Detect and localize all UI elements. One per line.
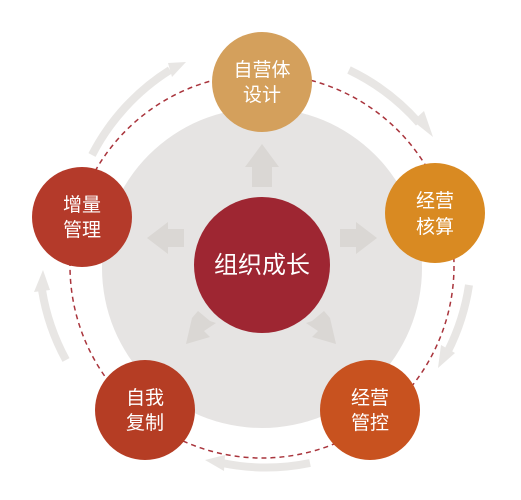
cycle-arrows [34,62,473,472]
node-incremental-management: 增量 管理 [32,167,132,267]
node-self-operating-design: 自营体 设计 [212,32,312,132]
center-node: 组织成长 [194,197,330,333]
arrow-to-right [340,222,377,254]
node-label-line1: 自营体 [233,59,290,81]
inner-arrows [147,144,377,344]
arrow-to-bottom-left [186,311,216,344]
node-business-control: 经营 管控 [320,360,420,460]
cycle-arrow-right [438,284,473,368]
cycle-arrow-top-right [347,66,433,137]
node-label-line1: 增量 [63,194,101,216]
node-label-line1: 自我 [126,387,164,409]
arrow-to-top [245,144,279,187]
cycle-arrow-bottom [205,455,311,472]
arrow-to-bottom-right [306,311,336,344]
cycle-arrow-top-left [88,62,186,157]
node-label-line2: 设计 [243,84,281,106]
node-label-line2: 复制 [126,412,164,434]
node-business-accounting: 经营 核算 [385,163,485,263]
node-label-line1: 经营 [351,387,389,409]
node-label-line1: 经营 [416,190,454,212]
node-label-line2: 管理 [63,219,101,241]
node-self-replication: 自我 复制 [95,360,195,460]
node-label-line2: 核算 [416,216,454,238]
center-label: 组织成长 [214,251,310,279]
cycle-arrow-left [34,270,70,362]
arrow-to-left [147,222,184,254]
node-label-line2: 管控 [351,412,389,434]
